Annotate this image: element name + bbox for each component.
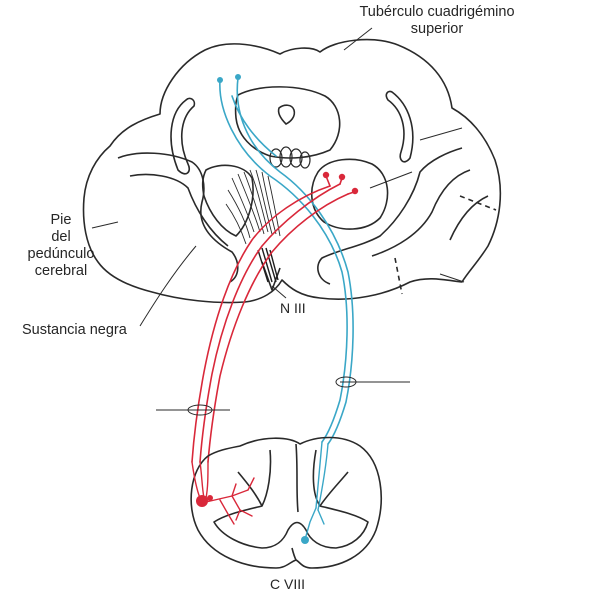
label-tuberculo-cuadrigemino: Tubérculo cuadrigémino superior xyxy=(342,4,532,38)
midbrain-section xyxy=(82,38,502,304)
red-terminals xyxy=(191,461,255,525)
label-pie-line1: Pie xyxy=(50,212,72,228)
blue-tract xyxy=(219,77,354,445)
label-pie-line3: pedúnculo xyxy=(27,246,95,263)
blue-terminal-2 xyxy=(235,74,241,80)
midbrain-outline xyxy=(82,38,502,304)
leader-n3 xyxy=(271,285,287,299)
leader-tuberculo xyxy=(343,27,373,51)
substantia-nigra-region xyxy=(201,164,254,237)
red-cell-1 xyxy=(322,171,330,179)
leader-red-nucleus xyxy=(369,171,413,189)
red-terminal-dot xyxy=(207,495,213,501)
label-tuberculo-line1: Tubérculo cuadrigémino xyxy=(359,4,515,20)
tectum-region xyxy=(234,86,341,159)
left-peduncle-contour xyxy=(117,152,239,283)
label-c8: C VIII xyxy=(270,576,306,592)
red-terminal-cell xyxy=(196,495,208,507)
label-tuberculo-line2: superior xyxy=(410,21,464,38)
red-cell-2 xyxy=(338,173,346,181)
right-peduncle-contour xyxy=(317,147,463,285)
right-tract-marker xyxy=(335,376,357,388)
right-crescent xyxy=(385,90,414,163)
left-tract-marker xyxy=(187,404,213,416)
oculomotor-nucleus xyxy=(269,146,311,169)
leader-right-peduncle xyxy=(439,273,465,283)
cerebral-aqueduct xyxy=(277,104,296,125)
spinal-cord-section xyxy=(190,436,382,569)
blue-terminal-1 xyxy=(217,77,223,83)
blue-terminal-dot xyxy=(301,536,309,544)
hatched-fibres xyxy=(225,169,281,245)
label-n3: N III xyxy=(280,300,306,316)
label-pie-line4: cerebral xyxy=(34,263,88,280)
label-sustancia-negra: Sustancia negra xyxy=(22,322,127,338)
spinal-cord-outline xyxy=(190,436,382,569)
leader-sustancia xyxy=(139,245,197,327)
left-crescent xyxy=(170,97,196,175)
red-tract xyxy=(191,175,355,463)
label-pie-line2: del xyxy=(51,229,71,246)
label-pie-pedunculo: Pie del pedúnculo cerebral xyxy=(24,212,98,280)
leader-pie xyxy=(91,221,119,229)
grey-matter xyxy=(213,449,369,549)
blue-terminals xyxy=(305,441,329,537)
red-cell-3 xyxy=(351,187,359,195)
leader-upper-right xyxy=(419,127,463,141)
leader-lines xyxy=(91,27,465,411)
